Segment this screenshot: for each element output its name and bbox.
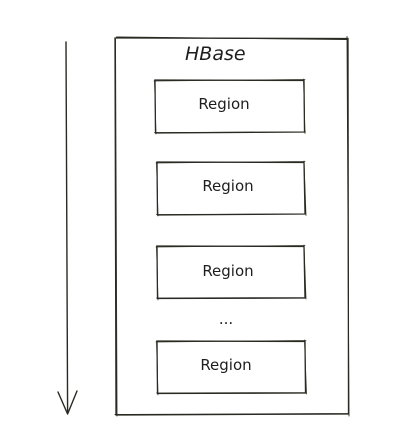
region-label: Region (200, 356, 251, 374)
region-label: Region (202, 177, 253, 195)
region-box (153, 78, 306, 135)
region-label: Region (202, 262, 253, 280)
hbase-container (114, 36, 350, 417)
arrow-shaft (65, 41, 69, 413)
arrow-head (57, 390, 78, 415)
region-box (155, 160, 307, 217)
container-title: HBase (185, 43, 246, 65)
region-box (155, 244, 307, 301)
down-arrow-icon (57, 41, 78, 415)
region-box (155, 339, 307, 396)
region-label: Region (198, 95, 249, 113)
ellipsis: ... (219, 310, 233, 328)
